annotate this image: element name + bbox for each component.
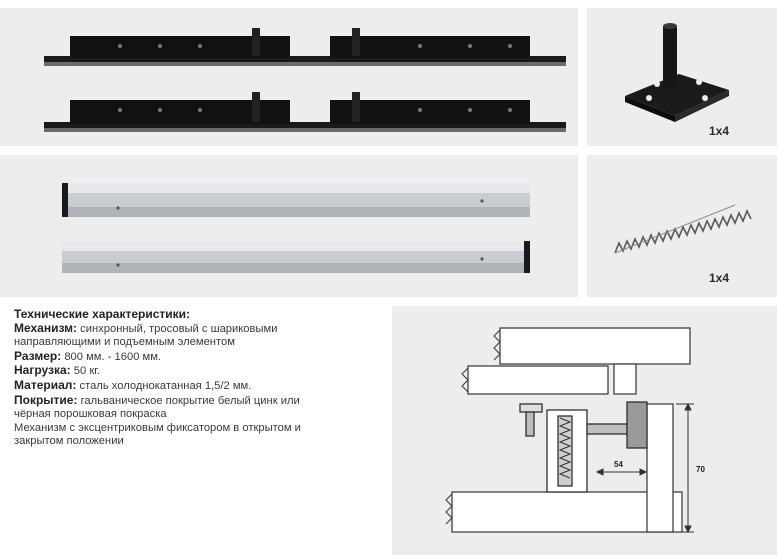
spec-note-line1: Механизм с эксцентриковым фиксатором в о… [14,421,301,434]
rails-image [44,28,566,132]
spec-mechanism-cont: направляющими и подъемным элементом [14,336,235,349]
spec-mechanism-value: синхронный, тросовый с шариковыми [77,322,278,335]
spring-photo: 1x4 [587,155,777,297]
spec-size: Размер: 800 мм. - 1600 мм. [14,348,386,365]
profile-lower [62,241,530,273]
bolt-shaft [525,411,535,437]
spec-coating-value: гальваническое покрытие белый цинк или [77,394,300,407]
flange-quantity: 1x4 [709,124,730,138]
spec-coating: Покрытие: гальваническое покрытие белый … [14,392,386,409]
spec-note-line2: закрытом положении [14,435,124,448]
spec-size-label: Размер: [14,348,62,363]
middle-board [467,365,609,395]
spec-material-label: Материал: [14,377,77,392]
technical-drawing: 54 70 [392,306,777,555]
specs-title: Технические характеристики: [14,307,191,321]
spec-load-value: 50 кг. [70,365,101,378]
rail-upper [44,28,566,66]
flange-image [625,23,729,122]
upper-bracket [613,363,637,395]
spec-mechanism: Механизм: синхронный, тросовый с шариков… [14,320,386,337]
bolt-head [519,403,543,413]
drawing-image: 54 70 [445,327,705,534]
spec-size-value: 800 мм. - 1600 мм. [61,350,162,363]
dim-height-label: 70 [696,465,705,474]
ball-slide [586,423,628,435]
profiles-photo [0,155,578,297]
spec-load-label: Нагрузка: [14,363,71,378]
spec-material-value: сталь холоднокатанная 1,5/2 мм. [76,379,252,392]
slide-clamp [626,401,648,449]
spec-coating-cont: чёрная порошковая покраска [14,408,167,421]
spec-load: Нагрузка: 50 кг. [14,364,386,379]
profiles-image [62,183,530,273]
side-post [646,403,674,533]
spec-material: Материал: сталь холоднокатанная 1,5/2 мм… [14,377,386,394]
dim-width-label: 54 [614,460,623,469]
spring-quantity: 1x4 [709,271,730,285]
spec-mechanism-label: Механизм: [14,320,78,335]
specifications: Технические характеристики: Механизм: си… [14,307,386,449]
spring-image [614,204,752,254]
flange-photo: 1x4 [587,8,777,146]
rail-lower [44,92,566,132]
profile-upper [62,183,530,217]
spec-coating-label: Покрытие: [14,392,78,407]
top-board [499,327,691,365]
rails-photo [0,8,578,146]
